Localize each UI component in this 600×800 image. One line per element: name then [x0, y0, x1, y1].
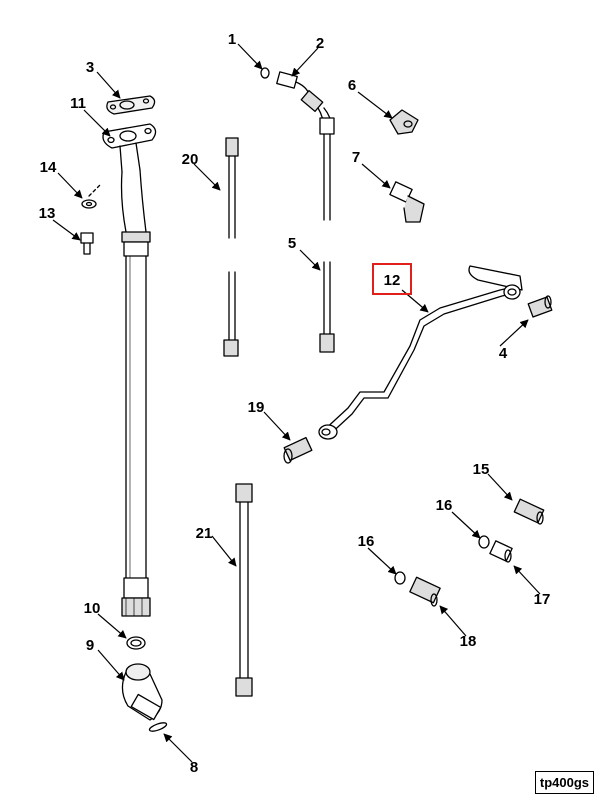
callout-3: 3 — [86, 59, 94, 76]
callout-16-upper: 16 — [436, 497, 453, 514]
leader-lines — [52, 43, 541, 763]
callout-1: 1 — [228, 31, 236, 48]
callout-5: 5 — [288, 235, 296, 252]
adapter-part-19 — [283, 436, 313, 464]
tube-part-20 — [223, 137, 239, 357]
flange-part-11 — [102, 123, 157, 173]
callout-14: 14 — [40, 159, 57, 176]
callout-12: 12 — [384, 272, 401, 289]
callout-6: 6 — [348, 77, 356, 94]
callout-11: 11 — [70, 95, 86, 112]
callout-labels: 1 2 3 4 5 6 7 8 9 10 11 12 13 14 15 16 1… — [39, 31, 551, 776]
callout-16-lower: 16 — [358, 533, 375, 550]
hose-part-5 — [260, 67, 335, 353]
elbow-part-7 — [389, 181, 425, 223]
drawing-reference-label: tp400gs — [534, 771, 594, 794]
oring-part-16-upper — [478, 535, 490, 549]
callout-8: 8 — [190, 759, 198, 776]
fitting-part-15 — [513, 498, 545, 525]
gasket-part-3 — [106, 95, 156, 115]
long-hose — [120, 169, 151, 617]
hose-part-21 — [235, 483, 253, 697]
oring-part-8 — [148, 722, 168, 732]
callout-4: 4 — [499, 345, 508, 362]
elbow-part-9 — [121, 663, 163, 721]
oring-part-16-lower — [394, 571, 406, 585]
callout-2: 2 — [316, 35, 324, 52]
union-part-4 — [527, 295, 553, 318]
callout-21: 21 — [196, 525, 213, 542]
fitting-part-6 — [389, 109, 419, 135]
connector-part-18 — [409, 576, 441, 607]
callout-13: 13 — [39, 205, 56, 222]
callout-19: 19 — [248, 399, 265, 416]
callout-15: 15 — [473, 461, 490, 478]
washer-part-14 — [81, 184, 101, 209]
highlight-box — [372, 263, 412, 295]
callout-10: 10 — [84, 600, 101, 617]
bolt-part-13 — [80, 232, 94, 255]
callout-20: 20 — [182, 151, 199, 168]
callout-18: 18 — [460, 633, 477, 650]
cap-part-17 — [489, 540, 513, 563]
callout-17: 17 — [534, 591, 551, 608]
oring-part-10 — [126, 636, 146, 650]
callout-9: 9 — [86, 637, 94, 654]
formed-tube-part-12 — [318, 265, 523, 440]
callout-7: 7 — [352, 149, 360, 166]
